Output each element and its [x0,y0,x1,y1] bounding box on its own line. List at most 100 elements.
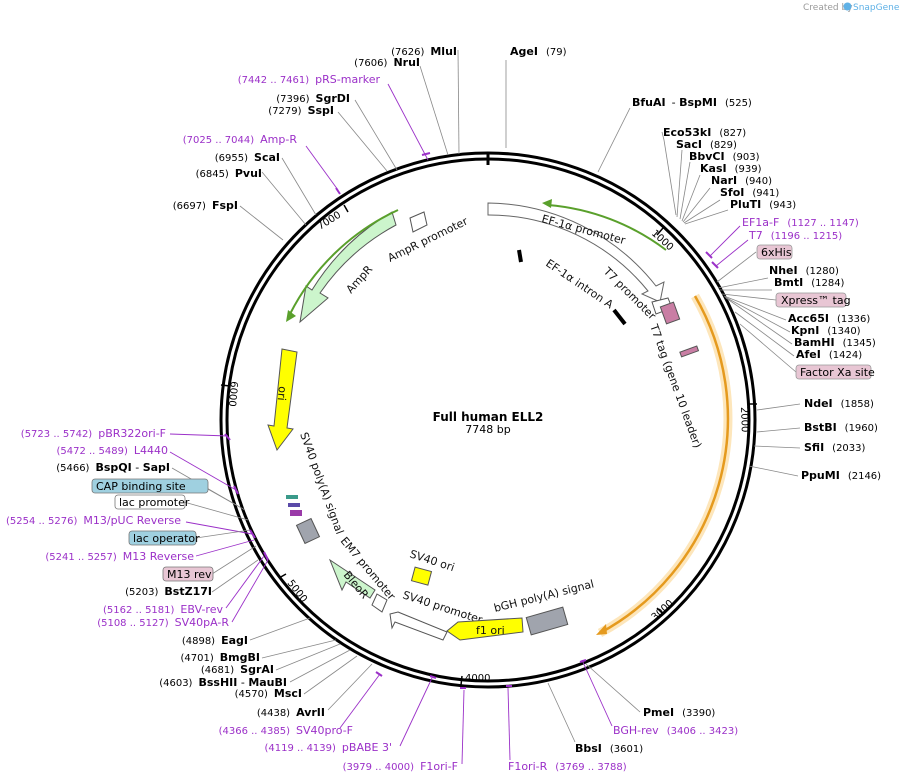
site-ndei[interactable]: NdeI(1858) [804,397,874,410]
site-eco53ki[interactable]: Eco53kI(827) [663,126,746,139]
primer-l4440[interactable]: (5472 .. 5489)L4440 [56,444,168,457]
tick-7000 [343,204,349,213]
site-fspi[interactable]: (6697)FspI [173,199,238,212]
site-bbvci[interactable]: BbvCI(903) [689,150,760,163]
leader-bstz17i [211,559,259,593]
leader-bmgbi [261,639,337,659]
box-factor-xa[interactable] [795,364,872,380]
site-sgrai[interactable]: (4681)SgrAI [201,663,274,676]
primer-ef1a-f[interactable]: EF1a-F(1127 .. 1147) [742,216,859,229]
site-nhei[interactable]: NheI(1280) [769,264,839,277]
box-m13-rev[interactable] [162,566,214,582]
mark-sv40pro [375,671,383,677]
plasmid-length: 7748 bp [465,423,510,436]
site-saci[interactable]: SacI(829) [676,138,737,151]
site-pluti[interactable]: PluTI(943) [730,198,796,211]
site-bamhi[interactable]: BamHI(1345) [794,336,876,349]
leader-prs-marker [387,83,429,161]
snapgene-logo-icon [843,2,852,11]
credit-prefix: Created by [803,3,853,13]
box-lac-operator[interactable] [128,530,197,546]
sv40-promoter-arrow[interactable] [389,611,448,641]
site-bbsi[interactable]: BbsI(3601) [575,742,643,755]
f1-ori-arrow[interactable] [446,617,524,641]
site-pmei[interactable]: PmeI(3390) [643,706,715,719]
primer-m13-puc-reverse[interactable]: (5254 .. 5276)M13/pUC Reverse [6,514,181,527]
site-bmgbi[interactable]: (4701)BmgBI [181,651,260,664]
leader-saci [676,149,683,218]
box-6xhis[interactable] [756,244,793,260]
site-nrui[interactable]: (7606)NruI [354,56,420,69]
primer-sv40pro-f[interactable]: (4366 .. 4385)SV40pro-F [219,724,353,737]
primer-sv40pa-r[interactable]: (5108 .. 5127)SV40pA-R [97,616,229,629]
site-bspqi-sapi[interactable]: (5466)BspQI - SapI [56,461,170,474]
site-pvui[interactable]: (6845)PvuI [196,167,262,180]
site-bfuai-bspmi[interactable]: BfuAI- BspMI(525) [632,96,752,109]
primer-t7[interactable]: T7(1196 .. 1215) [748,229,842,242]
primer-prs-marker[interactable]: (7442 .. 7461)pRS-marker [238,73,381,86]
primer-f1ori-f[interactable]: (3979 .. 4000)F1ori-F [343,760,458,773]
site-avrii[interactable]: (4438)AvrII [257,706,325,719]
ampr-promoter-label: AmpR promoter [386,214,471,264]
box-lac-promoter[interactable] [114,494,186,510]
primer-m13-reverse[interactable]: (5241 .. 5257)M13 Reverse [45,550,194,563]
box-cap-binding-site[interactable] [91,478,209,494]
site-ppumi[interactable]: PpuMI(2146) [801,469,881,482]
site-mlui[interactable]: (7626)MluI [391,45,457,58]
site-sspi[interactable]: (7279)SspI [268,104,334,117]
lac-operator-block[interactable] [286,495,298,499]
site-eagi[interactable]: (4898)EagI [182,634,248,647]
site-acc65i[interactable]: Acc65I(1336) [788,312,870,325]
leader-ndei [756,403,801,411]
bleor-arrow[interactable] [328,558,376,599]
site-kasi[interactable]: KasI(939) [700,162,762,175]
ampr-promoter-arrow[interactable] [409,211,428,233]
ori-arrow[interactable] [267,348,298,452]
primer-amp-r[interactable]: (7025 .. 7044)Amp-R [183,133,298,146]
ef1a-promoter-arrow[interactable] [487,202,665,303]
orange-gene-track[interactable] [599,295,730,635]
site-bmti[interactable]: BmtI(1284) [774,276,845,289]
leader-sv40pro-f [339,673,381,729]
primer-bgh-rev[interactable]: BGH-rev(3406 .. 3423) [613,724,738,737]
site-nari[interactable]: NarI(940) [711,174,772,187]
cap-site-block[interactable] [288,503,300,507]
sv40-ori-block[interactable] [410,566,433,586]
site-afei[interactable]: AfeI(1424) [796,348,862,361]
bgh-polya-block[interactable] [525,606,569,636]
site-sfoi[interactable]: SfoI(941) [720,186,779,199]
f1-ori-label: f1 ori [476,624,505,637]
leader-bbsi [547,682,576,743]
primer-pbr322ori-f[interactable]: (5723 .. 5742)pBR322ori-F [21,427,166,440]
box-m13-rev-label: M13 rev [167,568,212,581]
primer-f1ori-r[interactable]: F1ori-R(3769 .. 3788) [508,760,627,773]
site-agei[interactable]: AgeI(79) [510,45,567,58]
m13-rev-block[interactable] [290,510,302,516]
mark-t7 [711,261,719,269]
tick-label-2000: 2000 [738,407,750,433]
sv40-polya-block[interactable] [295,517,321,545]
site-bstz17i[interactable]: (5203)BstZ17I [125,585,212,598]
leader-l4440 [169,451,237,491]
site-bstbi[interactable]: BstBI(1960) [804,421,878,434]
em7-promoter-arrow[interactable] [371,593,388,613]
mark-ef1a [705,251,713,259]
site-kpni[interactable]: KpnI(1340) [791,324,861,337]
ef1a-gene-arrowhead [542,199,552,208]
site-scai[interactable]: (6955)ScaI [215,151,280,164]
factor-xa-block[interactable] [679,345,700,358]
mark-m13 [249,529,256,539]
site-msci[interactable]: (4570)MscI [235,687,302,700]
primer-ebv-rev[interactable]: (5162 .. 5181)EBV-rev [103,603,223,616]
primer-ring-markers [224,152,719,689]
ampr-arrow[interactable] [299,211,397,324]
site-sfii[interactable]: SfiI(2033) [804,441,866,454]
primer-pbabe-3[interactable]: (4119 .. 4139)pBABE 3' [265,741,393,754]
leader-ebv-rev [225,555,265,609]
box-xpress-tag[interactable] [775,292,847,308]
his-tag-block[interactable] [659,301,681,325]
site-sgrdi[interactable]: (7396)SgrDI [276,92,350,105]
tick-label-5000: 5000 [285,578,309,605]
site-bsshii-maubi[interactable]: (4603)BssHII - MauBI [159,676,287,689]
snapgene-credit: Created by SnapGene [803,2,900,13]
